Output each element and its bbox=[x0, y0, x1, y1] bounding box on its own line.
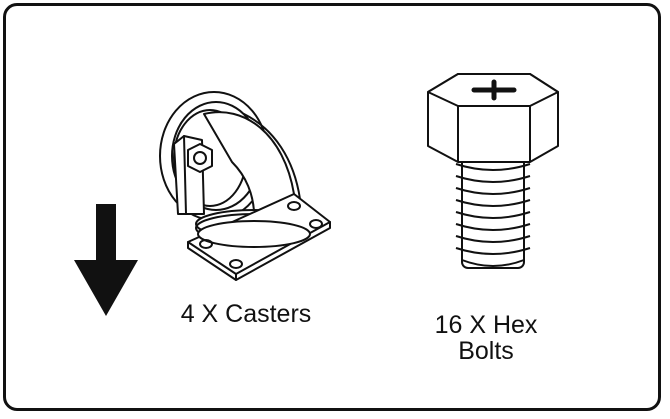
hex-bolts-label: 16 X Hex Bolts bbox=[434, 311, 538, 365]
hex-bolt-icon bbox=[427, 73, 559, 269]
down-arrow-icon bbox=[74, 204, 138, 316]
casters-label: 4 X Casters bbox=[180, 300, 312, 328]
caster-icon bbox=[159, 91, 331, 281]
parts-panel: 4 X Casters 16 X Hex Bolts bbox=[3, 3, 661, 411]
